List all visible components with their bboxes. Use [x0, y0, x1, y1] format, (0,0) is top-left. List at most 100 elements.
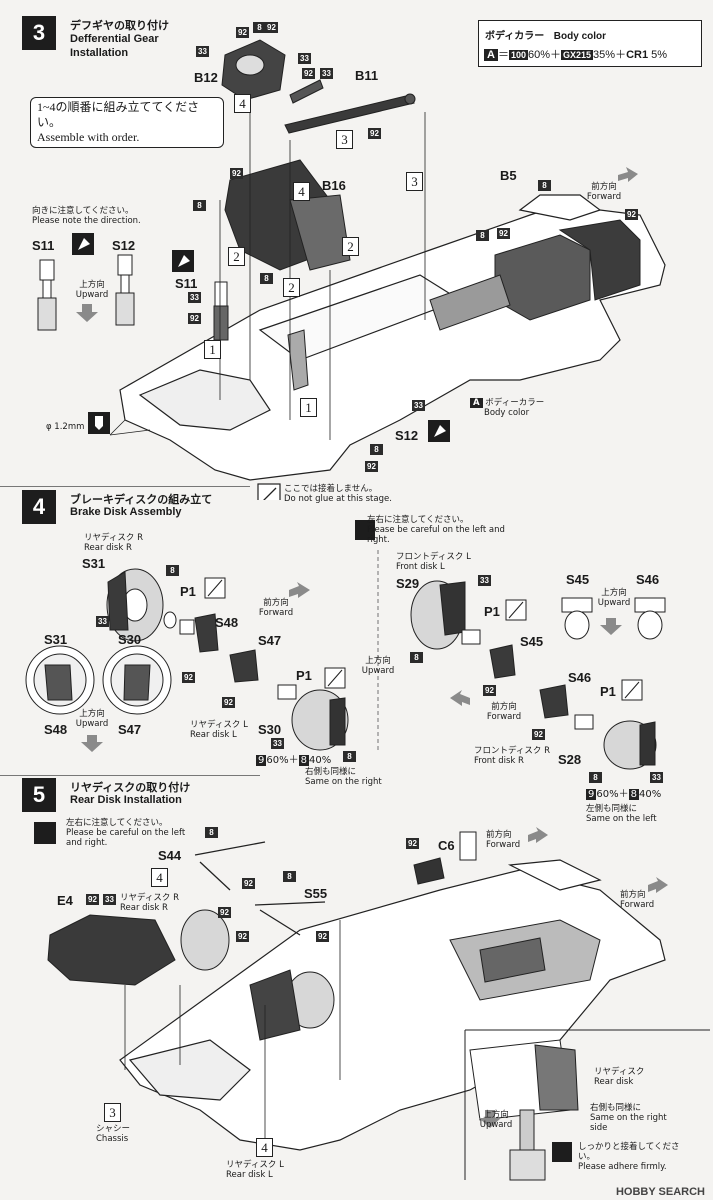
chip4-92c: 92 [483, 685, 496, 696]
chip4-92: 92 [182, 672, 195, 683]
chip-8c: 8 [260, 273, 273, 284]
chip-8e: 8 [476, 230, 489, 241]
lr-note-step4: 左右に注意してください。 Please be careful on the le… [367, 515, 505, 545]
part-s48-b: S48 [44, 722, 68, 737]
part-s45-b: S45 [566, 572, 590, 587]
chip5-92: 92 [86, 894, 99, 905]
part-s11-installed: S11 [175, 276, 198, 291]
body-color-callout: A ボディーカラー Body color [470, 398, 544, 418]
forward-arrow-step3 [618, 167, 638, 182]
step-3-title-en: Defferential Gear Installation [70, 33, 159, 59]
part-s29: S29 [396, 576, 420, 591]
body-color-heading: ボディカラー Body color [485, 31, 607, 42]
chip4-33d: 33 [650, 772, 663, 783]
part-s55: S55 [304, 886, 328, 901]
chip4-33: 33 [96, 616, 109, 627]
part-s12-loose: S12 [112, 238, 136, 253]
chip-8f: 8 [370, 444, 383, 455]
shock-s46 [634, 597, 666, 640]
box-4-a: 4 [151, 868, 168, 887]
diameter-label: φ 1.2mm [46, 422, 85, 432]
shock-s12 [115, 254, 135, 326]
upward-label-step4a: 上方向 Upward [75, 709, 109, 729]
order-box-4b: 4 [293, 182, 310, 201]
chip4-8: 8 [166, 565, 179, 576]
chip-8: 8 [253, 22, 266, 33]
step-5-number: 5 [22, 778, 56, 812]
same-right-note: 右側も同様に Same on the right [305, 767, 382, 787]
part-s47: S47 [258, 633, 282, 648]
part-b5: B5 [500, 168, 517, 183]
forward-label-step3: 前方向 Forward [586, 182, 622, 202]
warn-icon-step5 [34, 822, 56, 844]
order-box-4: 4 [234, 94, 251, 113]
part-s12-installed: S12 [395, 428, 419, 443]
part-s45: S45 [520, 634, 544, 649]
chip-92e: 92 [230, 168, 243, 179]
inset-detail [464, 1029, 710, 1181]
chip-92f: 92 [188, 313, 201, 324]
part-c6: C6 [438, 838, 455, 853]
chip4-92b: 92 [222, 697, 235, 708]
chip-33b: 33 [298, 53, 311, 64]
order-box-2b: 2 [283, 278, 300, 297]
front-disk-r-label: フロントディスク R Front disk R [474, 746, 551, 766]
order-box-1b: 1 [300, 398, 317, 417]
same-left-note: 左側も同様に Same on the left [586, 804, 657, 824]
direction-note: 向きに注意してください。 Please note the direction. [32, 206, 141, 226]
watermark: HOBBY SEARCH [615, 1186, 705, 1198]
part-s31-b: S31 [44, 632, 68, 647]
upward-label-step5: 上方向 Upward [479, 1110, 513, 1130]
chip5-92d: 92 [236, 931, 249, 942]
upward-label-step3: 上方向 Upward [75, 280, 109, 300]
part-s30-b: S30 [118, 632, 142, 647]
chip5-92b: 92 [242, 878, 255, 889]
step-4-title-en: Brake Disk Assembly [70, 506, 182, 518]
chip4-8c: 8 [410, 652, 423, 663]
step-3-illustration [37, 39, 666, 500]
part-s46: S46 [568, 670, 592, 685]
divider-step3-4 [0, 486, 250, 487]
chip-8b: 8 [193, 200, 206, 211]
disk-s31 [25, 645, 95, 715]
rear-disk-r-label: リヤディスク R Rear disk R [84, 533, 144, 553]
front-disk-l-label: フロントディスク L Front disk L [396, 552, 471, 572]
part-p1-b: P1 [296, 668, 312, 683]
engine-step5 [449, 919, 601, 1001]
part-c6-shape [413, 831, 477, 885]
chip-33: 33 [196, 46, 209, 57]
chip-92i: 92 [365, 461, 378, 472]
part-s11-loose: S11 [32, 238, 55, 253]
rear-disk-inset-label: リヤディスク Rear disk [594, 1067, 645, 1087]
shock-s11 [37, 259, 57, 331]
rear-disk-r [106, 568, 164, 642]
rear-disk-l-label: リヤディスク L Rear disk L [190, 720, 248, 740]
step-3-number: 3 [22, 16, 56, 50]
shock-installed [213, 281, 309, 391]
chip5-8b: 8 [283, 871, 296, 882]
chip5-8: 8 [205, 827, 218, 838]
upward-label-step4c: 上方向 Upward [597, 588, 631, 608]
assembly-order-note: 1~4の順番に組み立ててください。 Assemble with order. [30, 97, 224, 148]
suspension-arms [194, 841, 326, 936]
chip-92: 92 [236, 27, 249, 38]
step-5-title-jp: リヤディスクの取り付け [70, 781, 191, 794]
upward-arrow-step3 [76, 304, 98, 322]
part-s28: S28 [558, 752, 582, 767]
part-s46-b: S46 [636, 572, 660, 587]
forward-label-step4a: 前方向 Forward [258, 598, 294, 618]
front-disk-r [539, 684, 657, 770]
chip5-92c: 92 [218, 907, 231, 918]
forward-label-step5a: 前方向 Forward [486, 830, 521, 850]
chip-92g: 92 [625, 209, 638, 220]
collar-s48 [163, 611, 219, 653]
chip-8d: 8 [538, 180, 551, 191]
divider-step4-5 [0, 775, 260, 776]
upper-gear [221, 39, 324, 104]
cover-e4 [47, 914, 176, 986]
rear-disk-r-label-step5: リヤディスク R Rear disk R [120, 893, 180, 913]
drive-shaft [284, 93, 416, 134]
